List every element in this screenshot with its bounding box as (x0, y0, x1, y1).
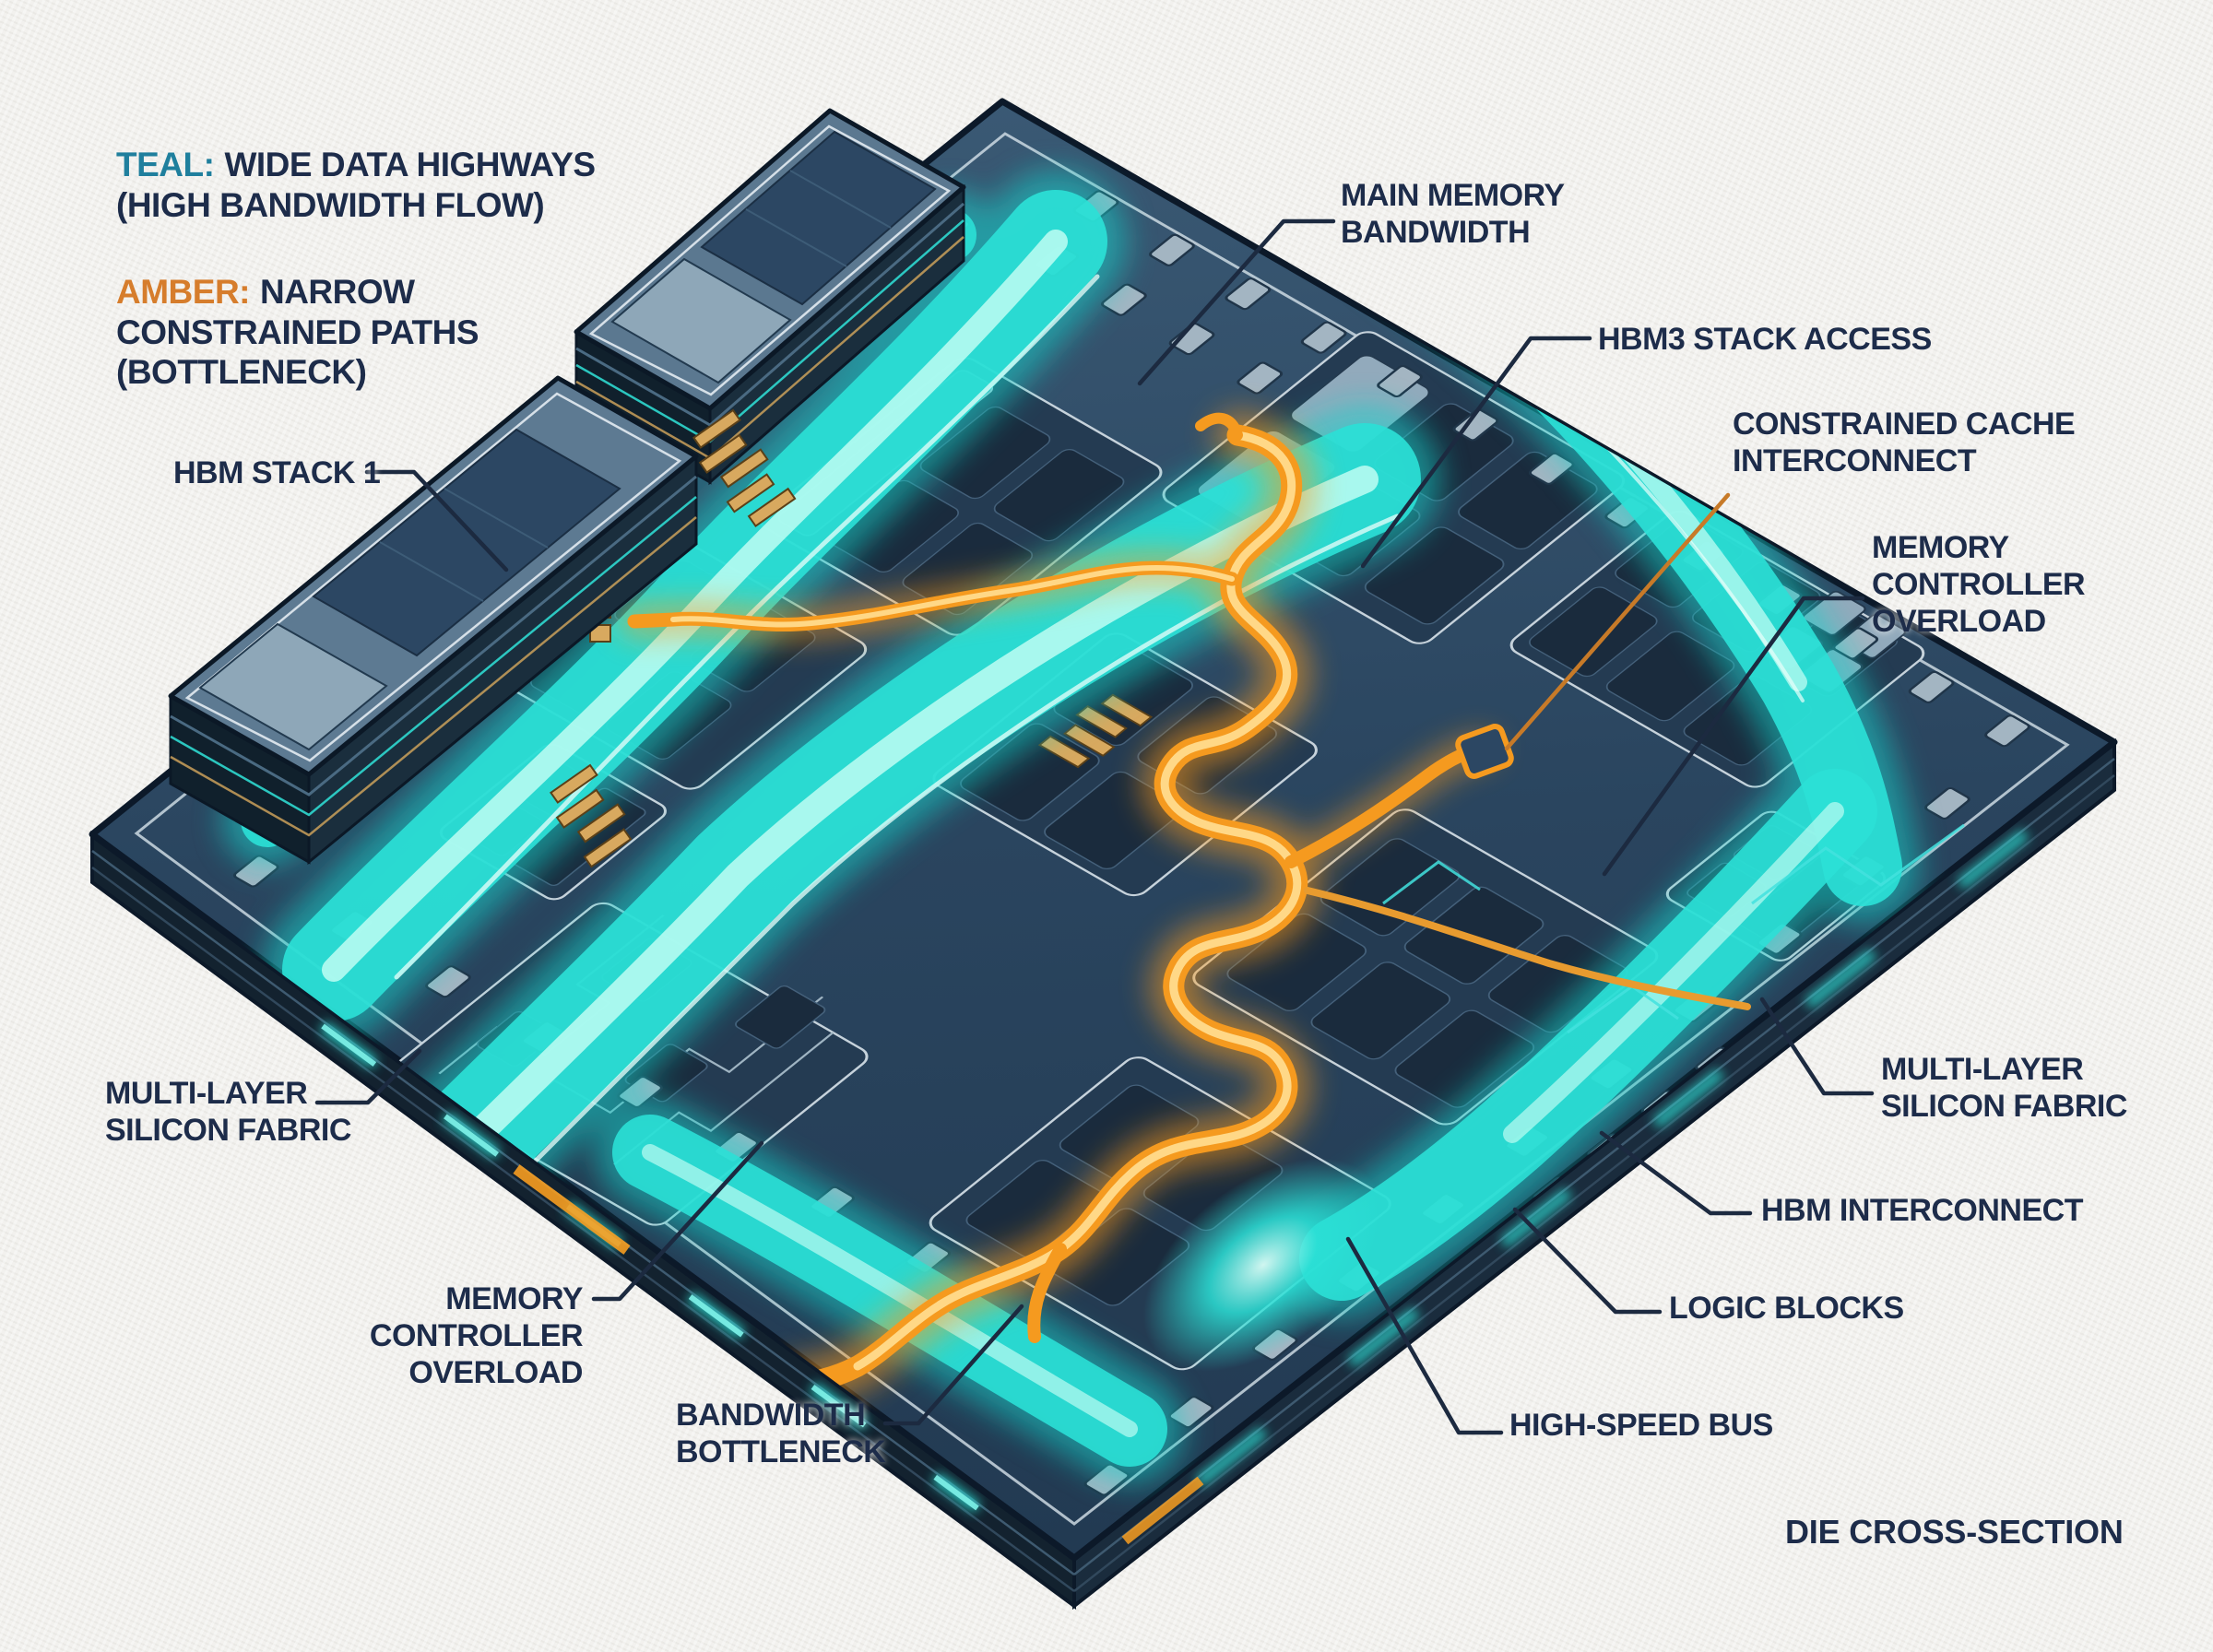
hbm-gold-pins (550, 408, 797, 868)
legend-amber-text: NARROW CONSTRAINED PATHS (BOTTLENECK) (116, 273, 479, 392)
label-logic-blocks: LOGIC BLOCKS (1669, 1291, 1904, 1326)
legend-teal-text: WIDE DATA HIGHWAYS (HIGH BANDWIDTH FLOW) (116, 146, 596, 224)
leader-multi-layer-right (1759, 997, 1875, 1096)
label-high-speed-bus: HIGH-SPEED BUS (1509, 1408, 1773, 1443)
label-constrained-cache-interconnect: CONSTRAINED CACHE INTERCONNECT (1733, 407, 2076, 478)
label-main-memory-bandwidth: MAIN MEMORY BANDWIDTH (1341, 178, 1565, 250)
leader-bandwidth-bottleneck (882, 1304, 1024, 1426)
leader-constrained-cache (1504, 492, 1731, 751)
cache-interconnect-node (1455, 724, 1514, 779)
legend-teal-key: TEAL: (116, 146, 215, 183)
leader-multi-layer-left (314, 1048, 422, 1105)
legend-amber-key: AMBER: (116, 273, 250, 311)
leader-logic-blocks (1512, 1207, 1663, 1315)
leader-high-speed-bus (1345, 1236, 1504, 1435)
leader-hbm3-stack-access (1360, 336, 1592, 569)
hbm-stack-b (168, 375, 699, 866)
label-multi-layer-silicon-fabric-right: MULTI-LAYER SILICON FABRIC (1881, 1052, 2127, 1124)
label-memory-controller-overload-left: MEMORY CONTROLLER OVERLOAD (369, 1281, 584, 1390)
legend-teal: TEAL:WIDE DATA HIGHWAYS (HIGH BANDWIDTH … (116, 145, 625, 225)
leader-memory-controller-right (1602, 596, 1865, 877)
label-hbm-interconnect: HBM INTERCONNECT (1761, 1193, 2083, 1228)
fabric-glow-segments (319, 805, 2060, 1545)
leader-main-memory-bandwidth (1137, 218, 1336, 386)
leader-hbm-interconnect (1599, 1130, 1753, 1216)
label-memory-controller-overload-right: MEMORY CONTROLLER OVERLOAD (1872, 530, 2086, 639)
leader-hbm-stack-1 (364, 469, 509, 572)
page-title: DIE CROSS-SECTION (1785, 1513, 2124, 1551)
hbm-stack-a (574, 108, 966, 486)
leader-lines (314, 218, 1875, 1435)
label-hbm3-stack-access: HBM3 STACK ACCESS (1598, 322, 1932, 357)
teal-fan-glow (1142, 1158, 1384, 1372)
label-multi-layer-silicon-fabric-left: MULTI-LAYER SILICON FABRIC (105, 1076, 351, 1148)
label-hbm-stack-1: HBM STACK 1 (173, 455, 381, 490)
leader-memory-controller-left (591, 1140, 764, 1302)
label-bandwidth-bottleneck: BANDWIDTH BOTTLENECK (676, 1398, 886, 1469)
legend-amber: AMBER:NARROW CONSTRAINED PATHS (BOTTLENE… (116, 272, 653, 393)
